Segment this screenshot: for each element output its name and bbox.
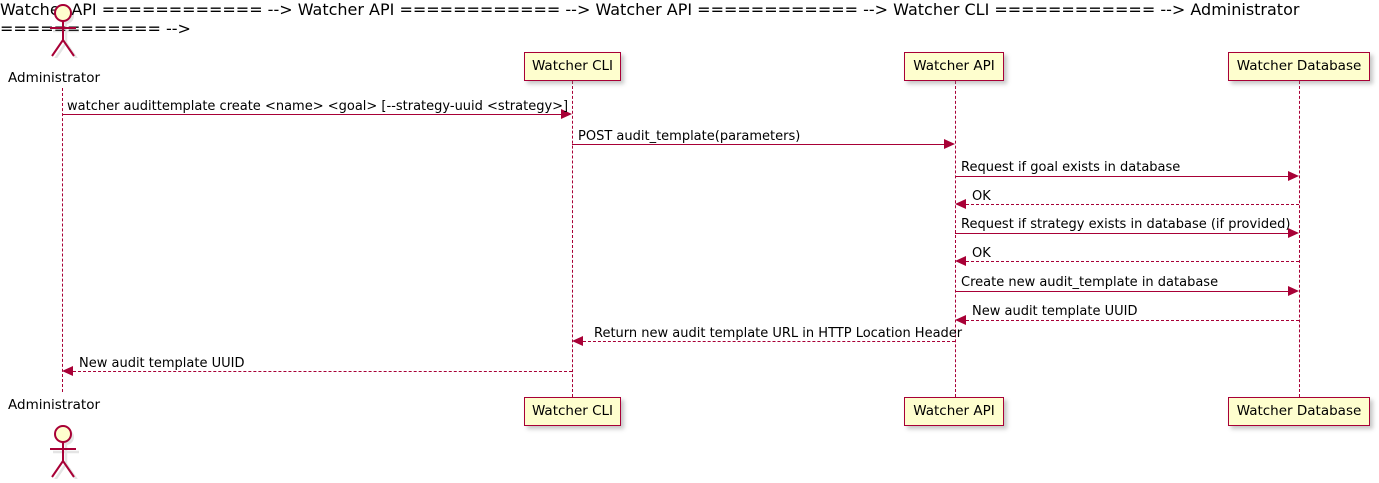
message-label-3: Request if goal exists in database [961,160,1181,175]
actor-label-administrator-top: Administrator [8,70,101,86]
participant-box-watcher-cli-bottom[interactable]: Watcher CLI [524,397,621,426]
message-arrowhead-8 [955,315,966,325]
actor-administrator-bottom [50,425,79,479]
actor-administrator-top [50,4,79,58]
message-arrowhead-1 [561,109,572,119]
message-line-7 [955,291,1289,292]
lifeline-watcher-database [1299,81,1300,397]
message-label-9: Return new audit template URL in HTTP Lo… [594,326,963,341]
message-arrowhead-2 [944,139,955,149]
message-label-6: OK [972,246,991,261]
message-line-3 [955,176,1289,177]
message-arrowhead-9 [572,336,583,346]
message-arrowhead-3 [1288,171,1299,181]
message-label-1: watcher audittemplate create <name> <goa… [67,99,569,114]
lifeline-watcher-cli [572,81,573,397]
message-arrowhead-5 [1288,228,1299,238]
message-line-5 [955,233,1289,234]
participant-box-watcher-api-bottom[interactable]: Watcher API [904,397,1004,426]
message-line-6 [966,261,1299,262]
message-line-4 [966,204,1299,205]
message-arrowhead-7 [1288,286,1299,296]
participant-box-watcher-database-top[interactable]: Watcher Database [1228,52,1370,81]
lifeline-administrator [62,88,63,392]
lifeline-watcher-api [955,81,956,397]
message-label-5: Request if strategy exists in database (… [961,217,1291,232]
message-arrowhead-6 [955,256,966,266]
message-line-1 [62,114,562,115]
message-line-10 [73,371,572,372]
participant-box-watcher-api-top[interactable]: Watcher API [904,52,1004,81]
message-label-10: New audit template UUID [79,356,245,371]
actor-label-administrator-bottom: Administrator [8,397,101,413]
message-arrowhead-4 [955,199,966,209]
participant-box-watcher-cli-top[interactable]: Watcher CLI [524,52,621,81]
message-line-9 [583,341,955,342]
message-label-8: New audit template UUID [972,304,1138,319]
message-label-4: OK [972,189,991,204]
message-line-8 [966,320,1299,321]
message-arrowhead-10 [62,366,73,376]
message-line-2 [572,144,945,145]
message-label-2: POST audit_template(parameters) [578,129,801,144]
participant-box-watcher-database-bottom[interactable]: Watcher Database [1228,397,1370,426]
message-label-7: Create new audit_template in database [961,275,1219,290]
